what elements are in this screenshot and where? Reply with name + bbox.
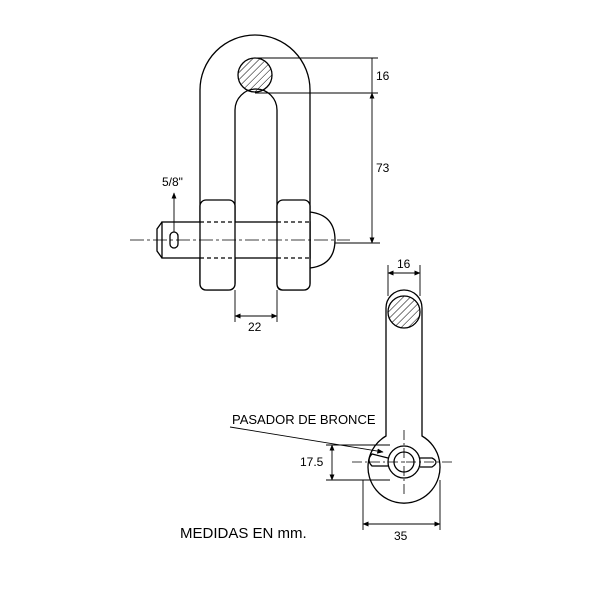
side-top-cross-section (387, 295, 421, 329)
side-body-outline (367, 289, 441, 504)
dim-side-eye-height-label: 17.5 (300, 455, 324, 469)
left-eye (199, 199, 236, 291)
dim-front-width-label: 22 (248, 320, 262, 334)
dim-side-eye-width (362, 480, 441, 530)
dim-front-height (335, 92, 380, 244)
pin-head (309, 211, 336, 269)
dim-side-eye-width-label: 35 (394, 529, 408, 543)
top-cross-section (237, 57, 273, 93)
dim-side-top-label: 16 (397, 257, 411, 271)
right-eye (276, 199, 311, 291)
cotter-pin-right (420, 457, 437, 468)
units-caption: MEDIDAS EN mm. (180, 525, 307, 542)
dim-front-width (234, 290, 278, 322)
dim-front-top (255, 57, 378, 94)
bronze-pin-label: PASADOR DE BRONCE (232, 412, 376, 427)
dim-side-eye-height (326, 444, 390, 481)
front-view (156, 34, 336, 291)
dim-pin-label: 5/8" (162, 175, 183, 189)
dim-front-top-label: 16 (376, 69, 390, 83)
bronze-pin-leader (229, 426, 384, 454)
cotter-pin-left (368, 453, 389, 467)
dim-side-top (387, 265, 421, 296)
dim-front-height-label: 73 (376, 161, 390, 175)
